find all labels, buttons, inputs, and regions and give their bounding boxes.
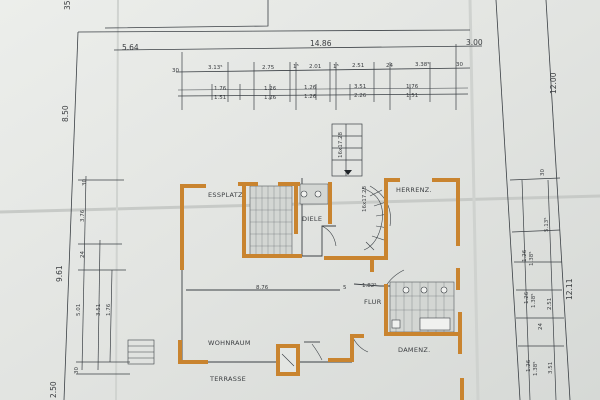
dimension-top-total-width: 14.86 xyxy=(310,39,332,48)
dimension-label: 24 xyxy=(386,63,393,69)
chimney xyxy=(276,344,300,376)
dimension-left-inner: 3.76 24 5.01 3.51 1.76 30 30 xyxy=(74,179,112,374)
dimension-label: 1.26 xyxy=(264,86,277,92)
dimension-label: 30 xyxy=(74,367,80,374)
dimension-interior-width: 8.76 xyxy=(256,285,269,291)
dimension-label: 1⁵ xyxy=(333,63,339,70)
dimension-label: 1.76 xyxy=(406,84,419,90)
dimension-row-b-lower: 1.51 1.26 1.26 2.26 1.51 xyxy=(214,93,418,101)
dimension-right-lower: 12.11 xyxy=(565,278,574,300)
dimension-label: 1.76 xyxy=(214,86,227,92)
dimension-lines-left xyxy=(76,175,130,375)
sanitary-fixtures xyxy=(300,190,451,331)
room-label-terrasse: TERRASSE xyxy=(209,375,246,383)
dimension-label: 1.26 xyxy=(522,249,528,262)
spiral-stair-label: 16x17.28 xyxy=(362,186,368,212)
dimension-row-b-upper: 1.76 1.26 1.26 3.51 1.76 xyxy=(214,84,419,92)
dimension-label: 30 xyxy=(82,179,88,186)
dimension-label: 3.38⁵ xyxy=(415,61,429,68)
dimension-label: 30 xyxy=(456,62,463,68)
dimension-label: 1.38⁵ xyxy=(530,294,537,308)
dimension-ticks-top xyxy=(181,44,457,110)
dimension-line-row-b-upper xyxy=(177,87,469,91)
dimension-label: 2.51 xyxy=(352,63,364,69)
paper-fold-left xyxy=(115,0,119,400)
dimension-label: 5.13⁵ xyxy=(543,218,550,232)
room-label-flur: FLUR xyxy=(364,298,382,306)
corner-dimension-label: 35 xyxy=(63,0,72,10)
dimension-label: 1.76 xyxy=(106,303,112,316)
dimension-top-left-width: 5.64 xyxy=(122,43,139,52)
dimension-label: 2.75 xyxy=(262,65,275,71)
dimension-label: 30 xyxy=(172,68,179,74)
terrace-steps xyxy=(127,339,155,365)
dimension-label: 3.51 xyxy=(354,84,366,90)
dimension-label: 3.76 xyxy=(80,209,86,222)
stair-upper-run xyxy=(331,123,363,177)
plot-top-line xyxy=(77,29,471,33)
dimension-line-row-b xyxy=(177,93,469,97)
dimension-label: 5.01 xyxy=(76,304,82,316)
stair-dimension-label: 16x17.28 xyxy=(338,132,344,158)
dimension-label: 1.38⁵ xyxy=(532,362,539,376)
dimension-label: 2.01 xyxy=(309,64,321,70)
dimension-label: 1.26 xyxy=(264,95,277,101)
paper-fold-vertical xyxy=(468,0,480,400)
dimension-interior-small: 5 xyxy=(343,285,347,291)
upper-plot-boundary xyxy=(104,0,269,29)
stair-direction-arrow-icon xyxy=(344,170,352,175)
dimension-right-upper: 12.00 xyxy=(549,72,558,94)
room-label-damenz: DAMENZ. xyxy=(398,346,431,354)
dimension-label: 1.26 xyxy=(304,94,317,100)
dimension-line-top-total xyxy=(113,45,483,51)
dimension-label: 2.26 xyxy=(354,93,367,99)
plot-right-line-2 xyxy=(545,0,571,400)
dimension-label: 24 xyxy=(538,323,544,330)
dimension-label: 3.51 xyxy=(548,362,554,374)
room-label-essplatz: ESSPLATZ xyxy=(208,191,243,199)
dimension-label: 1.26 xyxy=(524,291,530,304)
exterior-walls xyxy=(178,178,464,400)
dimension-label: 1.38⁵ xyxy=(528,252,535,266)
dimension-flur-width: 1.82⁵ xyxy=(362,282,376,289)
dimension-right-inner: 30 5.13⁵ 1.26 1.38⁵ 1.26 1.38⁵ 2.51 24 1… xyxy=(522,169,554,376)
dimension-label: 30 xyxy=(540,169,546,176)
dimension-left-upper: 8.50 xyxy=(61,105,70,122)
dimension-label: 1.51 xyxy=(214,95,226,101)
plot-left-line xyxy=(63,31,79,400)
dimension-label: 1.26 xyxy=(304,85,317,91)
plot-right-line xyxy=(495,0,521,400)
dimension-label: 1⁵ xyxy=(293,63,299,70)
dimension-line-row-a xyxy=(175,67,471,73)
room-label-herrenz: HERRENZ. xyxy=(396,186,432,194)
dimension-left-lower: 9.61 xyxy=(55,265,64,282)
dimension-top-right-offset: 3.00 xyxy=(466,38,483,47)
dimension-left-bottom: 2.50 xyxy=(49,381,58,398)
dimension-label: 3.13⁵ xyxy=(208,64,222,71)
dimension-label: 1.51 xyxy=(406,93,418,99)
room-label-wohnraum: WOHNRAUM xyxy=(208,339,251,347)
dimension-label: 24 xyxy=(80,251,86,258)
dimension-label: 2.51 xyxy=(547,298,553,310)
room-label-diele: DIELE xyxy=(302,215,322,223)
dimension-label: 1.26 xyxy=(526,359,532,372)
dimension-lines-right xyxy=(509,177,564,400)
dimension-label: 3.51 xyxy=(96,304,102,316)
dimension-row-a: 30 3.13⁵ 2.75 1⁵ 2.01 1⁵ 2.51 24 3.38⁵ 3… xyxy=(172,61,463,74)
